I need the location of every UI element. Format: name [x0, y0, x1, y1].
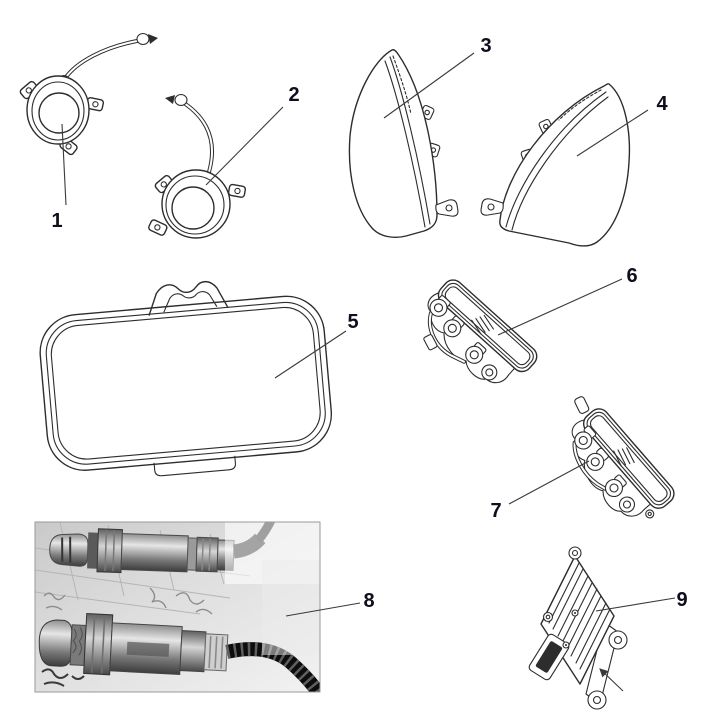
leader-line-8: [285, 602, 361, 617]
oxygen-sensor-lower: [38, 613, 320, 692]
mount-lug: [227, 183, 247, 198]
tail-lamp-assembly-7-illustration: [571, 396, 675, 519]
leader-line-2: [205, 106, 284, 186]
harness-connector: [423, 334, 438, 351]
part-number-9: 9: [676, 589, 687, 611]
leader-line-9: [595, 597, 676, 612]
leader-line-1: [61, 123, 67, 206]
oxygen-sensors-photo: [35, 522, 320, 692]
part-number-4: 4: [656, 93, 668, 115]
fog-lamp-2-illustration: [148, 93, 247, 239]
leader-line-6: [497, 278, 623, 336]
mount-tab: [574, 396, 590, 415]
part-number-2: 2: [288, 84, 299, 106]
leader-line-4: [576, 109, 649, 157]
leader-line-5: [274, 330, 347, 379]
lamp-lens-cover-illustration: [39, 280, 333, 477]
part-number-6: 6: [626, 265, 637, 287]
mount-lug: [148, 219, 168, 236]
photo-border: [34, 521, 321, 693]
callout-numbers: 1 2 3 4 5 6 7 8 9: [51, 35, 687, 612]
part-number-5: 5: [347, 311, 358, 333]
fog-lamp-1-illustration: [19, 32, 158, 156]
bulb-socket: [429, 295, 498, 381]
part-number-7: 7: [490, 500, 501, 522]
tail-lamp-assembly-6-illustration: [423, 279, 538, 384]
headlamp-lens-left-illustration: [348, 49, 459, 238]
bulb-socket: [574, 425, 636, 513]
handwriting-marks: [41, 587, 213, 687]
leader-line-7: [508, 460, 590, 505]
engine-control-module-illustration: [528, 546, 628, 710]
part-number-1: 1: [51, 210, 62, 232]
leader-line-3: [383, 52, 475, 119]
bracket-pointer-arrow: [599, 668, 624, 692]
headlamp-lens-right-illustration: [480, 83, 631, 247]
part-number-8: 8: [363, 590, 374, 612]
leader-lines: [61, 52, 676, 692]
part-number-3: 3: [480, 35, 491, 57]
connector-block: [528, 633, 570, 681]
